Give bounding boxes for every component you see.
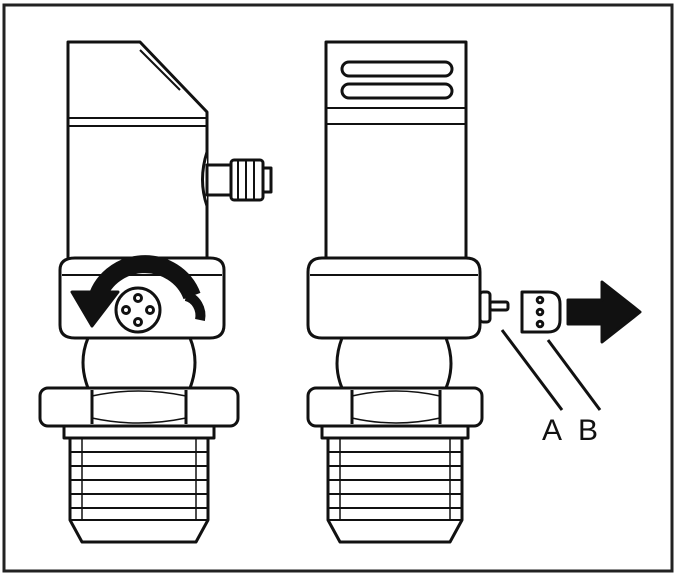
- left-housing-slant-inner: [139, 49, 181, 91]
- right-pin: [478, 290, 510, 324]
- callout-label-b: B: [578, 414, 598, 447]
- pull-arrow-icon: [566, 280, 642, 344]
- left-side-connector: [201, 151, 273, 207]
- left-port: [114, 286, 162, 334]
- callout-label-a: A: [542, 414, 562, 447]
- right-housing: [324, 40, 468, 264]
- right-housing-slot-1: [340, 60, 454, 78]
- left-neck: [81, 336, 197, 390]
- rotate-arrow-icon: [70, 255, 206, 328]
- right-neck: [335, 336, 453, 390]
- left-hex-nut: [38, 386, 240, 428]
- left-device: [38, 40, 273, 544]
- diagram-frame: [2, 3, 674, 573]
- right-hex-nut: [306, 386, 484, 428]
- right-thread-fitting: [320, 424, 470, 544]
- right-housing-slot-2: [340, 82, 454, 100]
- right-device: [306, 40, 642, 544]
- callout-leaders: [500, 329, 602, 411]
- left-thread-fitting: [62, 424, 216, 544]
- left-housing: [66, 40, 209, 264]
- right-collar: [306, 256, 482, 340]
- leader-b: [546, 339, 602, 411]
- leader-a: [500, 329, 564, 411]
- removed-plug: [520, 290, 562, 334]
